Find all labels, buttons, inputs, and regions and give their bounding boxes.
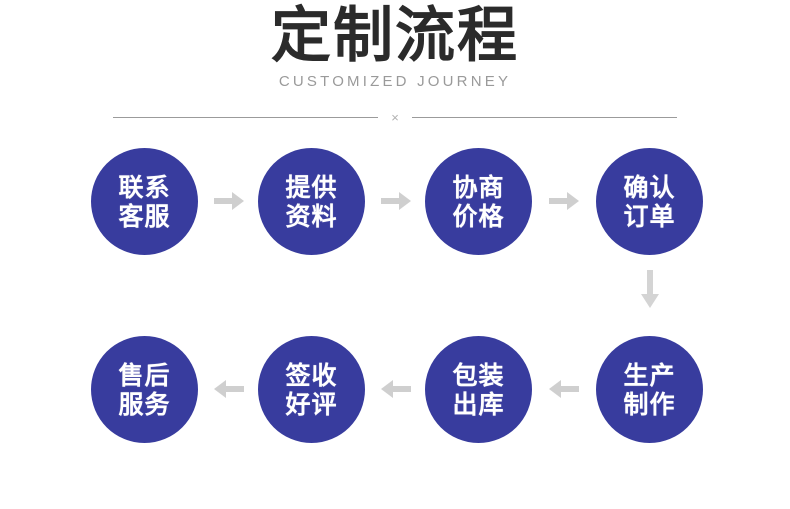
- divider-x-icon: ×: [391, 109, 399, 125]
- arrow-right-icon: [381, 191, 411, 211]
- flow-node-label-line2: 客服: [118, 201, 171, 231]
- flow-node-contact-service[interactable]: 联系 客服: [91, 148, 198, 255]
- flow-node-label-line1: 提供: [285, 172, 338, 202]
- page-header: 定制流程 CUSTOMIZED JOURNEY: [0, 0, 790, 90]
- header-divider: ×: [113, 110, 677, 124]
- arrow-left-icon: [214, 379, 244, 399]
- flow-node-receipt-review[interactable]: 签收 好评: [258, 336, 365, 443]
- flow-node-label-line2: 服务: [118, 389, 171, 419]
- arrow-right-icon: [549, 191, 579, 211]
- flow-node-confirm-order[interactable]: 确认 订单: [596, 148, 703, 255]
- arrow-left-icon: [549, 379, 579, 399]
- flow-node-label-line2: 资料: [285, 201, 338, 231]
- page-subtitle: CUSTOMIZED JOURNEY: [278, 73, 512, 91]
- flow-node-label-line1: 确认: [623, 172, 676, 202]
- arrow-left-icon: [381, 379, 411, 399]
- arrow-down-icon: [640, 270, 660, 308]
- divider-rule-left: [113, 116, 378, 118]
- flow-node-label-line1: 协商: [452, 172, 505, 202]
- flow-node-production[interactable]: 生产 制作: [596, 336, 703, 443]
- flow-node-label-line2: 订单: [623, 201, 676, 231]
- flow-node-label-line2: 出库: [452, 389, 505, 419]
- flow-node-packaging-shipping[interactable]: 包装 出库: [425, 336, 532, 443]
- flow-node-label-line1: 生产: [623, 360, 676, 390]
- flow-node-label-line1: 联系: [118, 172, 171, 202]
- flow-node-label-line1: 签收: [285, 360, 338, 390]
- flow-node-provide-materials[interactable]: 提供 资料: [258, 148, 365, 255]
- flow-node-label-line1: 包装: [452, 360, 505, 390]
- flow-node-label-line2: 好评: [285, 389, 338, 419]
- divider-rule-right: [412, 116, 677, 118]
- flow-node-after-sales-service[interactable]: 售后 服务: [91, 336, 198, 443]
- flow-node-label-line2: 价格: [452, 201, 505, 231]
- arrow-right-icon: [214, 191, 244, 211]
- page-title: 定制流程: [271, 1, 519, 71]
- flow-node-label-line1: 售后: [118, 360, 171, 390]
- flow-node-label-line2: 制作: [623, 389, 676, 419]
- flow-node-negotiate-price[interactable]: 协商 价格: [425, 148, 532, 255]
